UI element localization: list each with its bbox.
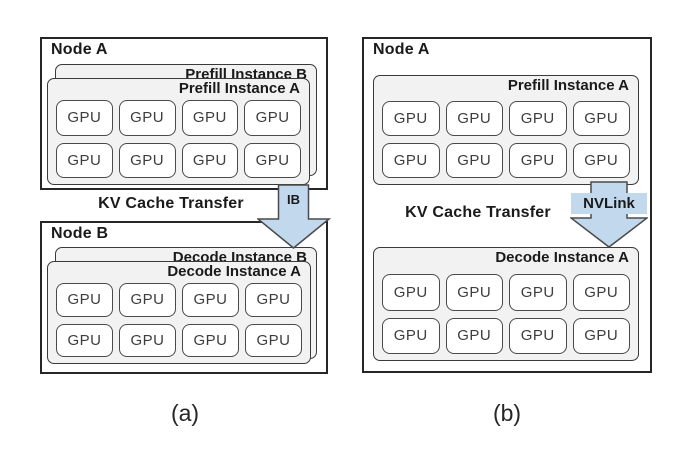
node-b-title: Node B [51, 225, 109, 242]
gpu-box: GPU [56, 323, 113, 357]
gpu-box: GPU [382, 101, 440, 136]
ib-arrow-label: IB [287, 192, 300, 207]
gpu-box: GPU [181, 100, 239, 136]
prefill-instance-a-label-b: Prefill Instance A [507, 77, 629, 94]
gpu-box: GPU [572, 101, 630, 136]
gpu-box: GPU [118, 100, 176, 136]
gpu-box: GPU [445, 101, 503, 136]
gpu-box: GPU [56, 142, 113, 178]
gpu-box: GPU [119, 323, 176, 357]
gpu-box: GPU [572, 143, 630, 178]
down-arrow-icon [570, 181, 648, 248]
gpu-box: GPU [509, 101, 567, 136]
gpu-box: GPU [181, 142, 239, 178]
gpu-box: GPU [56, 283, 113, 317]
gpu-box: GPU [182, 283, 239, 317]
caption-b: (b) [492, 400, 522, 426]
gpu-box: GPU [509, 317, 567, 354]
gpu-box: GPU [382, 274, 440, 311]
nvlink-arrow-label: NVLink [571, 193, 647, 214]
gpu-box: GPU [118, 142, 176, 178]
gpu-box: GPU [244, 142, 301, 178]
gpu-box: GPU [244, 100, 301, 136]
down-arrow-icon [257, 184, 331, 249]
gpu-box: GPU [182, 323, 239, 357]
gpu-box: GPU [245, 323, 302, 357]
gpu-box: GPU [245, 283, 302, 317]
gpu-box: GPU [56, 100, 113, 136]
gpu-box: GPU [119, 283, 176, 317]
kv-cache-transfer-label-a: KV Cache Transfer [98, 195, 244, 212]
decode-instance-a-label: Decode Instance A [167, 263, 301, 280]
gpu-box: GPU [445, 317, 503, 354]
gpu-box: GPU [572, 317, 630, 354]
node-a-single-title: Node A [373, 41, 430, 58]
gpu-box: GPU [509, 143, 567, 178]
nvlink-transfer-arrow: NVLink [570, 181, 648, 249]
decode-instance-a-label-b: Decode Instance A [495, 249, 629, 266]
caption-a: (a) [170, 400, 200, 426]
ib-transfer-arrow: IB [257, 184, 331, 250]
panel-a: Node A Prefill Instance B Prefill Instan… [0, 0, 345, 465]
gpu-box: GPU [445, 274, 503, 311]
gpu-box: GPU [382, 317, 440, 354]
kv-cache-transfer-label-b: KV Cache Transfer [405, 204, 551, 221]
node-a-title: Node A [51, 41, 108, 58]
prefill-instance-a-label: Prefill Instance A [178, 80, 300, 97]
gpu-box: GPU [382, 143, 440, 178]
gpu-box: GPU [509, 274, 567, 311]
gpu-box: GPU [445, 143, 503, 178]
gpu-box: GPU [572, 274, 630, 311]
